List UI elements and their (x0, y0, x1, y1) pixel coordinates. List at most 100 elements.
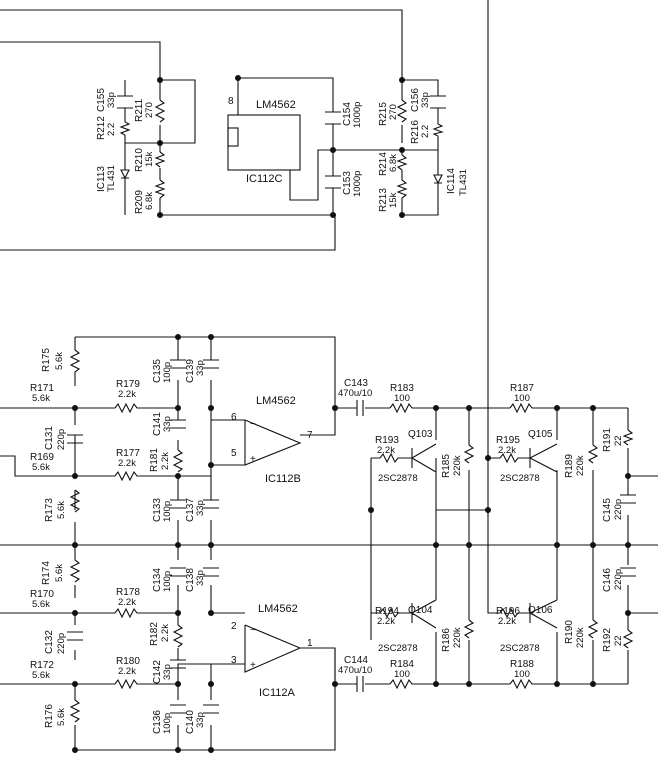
r211-ref: R211 (134, 98, 145, 122)
r186-ref: R186 (441, 628, 452, 652)
upper-component-labels: C155 33p R211 270 R212 2.2 R210 15k R209… (96, 88, 469, 214)
r209-ref: R209 (134, 190, 145, 214)
ic113-value: TL431 (106, 165, 117, 192)
r185-value: 220k (452, 455, 463, 476)
r188-ref: R188 (510, 659, 534, 670)
c145-value: 220p (613, 499, 624, 520)
r190-value: 220k (575, 627, 586, 648)
c134-ref: C134 (152, 568, 163, 592)
r193-ref: R193 (375, 435, 399, 446)
r192-ref: R192 (602, 628, 613, 652)
ic112b-ref-label: IC112B (265, 473, 301, 485)
r214-value: 6.8k (388, 154, 399, 172)
c138-ref: C138 (185, 568, 196, 592)
c139-ref: C139 (185, 359, 196, 383)
r184-ref: R184 (390, 659, 414, 670)
r176-value: 5.6k (56, 708, 67, 726)
r183-value: 100 (394, 393, 410, 404)
r170-ref: R170 (30, 589, 54, 600)
q105-ref: Q105 (528, 429, 553, 440)
r191-ref: R191 (602, 428, 613, 452)
ic112a-ref-label: IC112A (259, 687, 296, 699)
c146-ref: C146 (602, 568, 613, 592)
r180-ref: R180 (116, 656, 140, 667)
r182-value: 2.2k (160, 624, 171, 642)
r178-value: 2.2k (118, 597, 136, 608)
r180-value: 2.2k (118, 666, 136, 677)
c131-value: 220p (56, 429, 67, 450)
r195-value: 2.2k (498, 445, 516, 456)
r215-value: 270 (388, 104, 399, 120)
r193-value: 2.2k (377, 445, 395, 456)
r172-value: 5.6k (32, 670, 50, 681)
r216-ref: R216 (410, 120, 421, 144)
c154-ref: C154 (342, 102, 353, 126)
c156-value: 33p (420, 92, 431, 108)
q104-ref: Q104 (408, 605, 433, 616)
r177-ref: R177 (116, 448, 140, 459)
c140-ref: C140 (185, 710, 196, 734)
c131-ref: C131 (44, 426, 55, 450)
r183-ref: R183 (390, 383, 414, 394)
c154-value: 1000p (352, 102, 363, 128)
q106-ref: Q106 (528, 605, 553, 616)
ic-labels: LM4562 IC112C 8 LM4562 IC112B 6 5 7 − + … (228, 96, 313, 699)
ic112b-type-label: LM4562 (256, 395, 296, 407)
r171-value: 5.6k (32, 393, 50, 404)
c138-value: 33p (195, 570, 206, 586)
r196-value: 2.2k (498, 616, 516, 627)
ic112b-plus: + (250, 454, 256, 465)
c146-value: 220p (613, 569, 624, 590)
r187-value: 100 (514, 393, 530, 404)
c144-ref: C144 (344, 655, 368, 666)
ic112b-pin-noninv: 5 (231, 448, 237, 459)
r210-ref: R210 (134, 148, 145, 172)
c142-ref: C142 (152, 660, 163, 684)
ic112a-pin-out: 1 (307, 638, 313, 649)
ic114-value: TL431 (458, 169, 469, 196)
r170-value: 5.6k (32, 599, 50, 610)
ic112c-type-label: LM4562 (256, 99, 296, 111)
ic114-ref: IC114 (446, 168, 457, 194)
c153-value: 1000p (352, 171, 363, 197)
r213-ref: R213 (378, 188, 389, 212)
c156-ref: C156 (410, 88, 421, 112)
r210-value: 15k (144, 151, 155, 167)
r177-value: 2.2k (118, 458, 136, 469)
c140-value: 33p (195, 712, 206, 728)
q105-part: 2SC2878 (500, 473, 540, 484)
c139-value: 33p (195, 360, 206, 376)
r190-ref: R190 (564, 620, 575, 644)
ic112a-pin-inv: 2 (231, 621, 237, 632)
r196-ref: R196 (496, 606, 520, 617)
r179-ref: R179 (116, 379, 140, 390)
c137-value: 33p (195, 500, 206, 516)
r172-ref: R172 (30, 660, 54, 671)
r194-value: 2.2k (377, 616, 395, 627)
r174-value: 5.6k (54, 564, 65, 582)
c132-ref: C132 (44, 630, 55, 654)
r191-value: 22 (613, 435, 624, 446)
r173-value: 5.6k (56, 501, 67, 519)
r189-ref: R189 (564, 454, 575, 478)
component-symbols (67, 95, 636, 723)
r173-ref: R173 (44, 498, 55, 522)
ic113-ref: IC113 (96, 166, 107, 192)
r213-value: 15k (388, 192, 399, 208)
junction-dots (72, 75, 631, 753)
q106-part: 2SC2878 (500, 643, 540, 654)
r212-value: 2.2 (106, 123, 117, 136)
r185-ref: R185 (441, 454, 452, 478)
r187-ref: R187 (510, 383, 534, 394)
r181-value: 2.2k (160, 452, 171, 470)
ic112c-pin8-label: 8 (228, 96, 234, 107)
c144-value: 470u/10 (338, 665, 372, 676)
r186-value: 220k (452, 627, 463, 648)
c153-ref: C153 (342, 171, 353, 195)
c141-ref: C141 (152, 412, 163, 436)
r212-ref: R212 (96, 116, 107, 140)
r211-value: 270 (144, 102, 155, 118)
c136-ref: C136 (152, 710, 163, 734)
r192-value: 22 (613, 635, 624, 646)
